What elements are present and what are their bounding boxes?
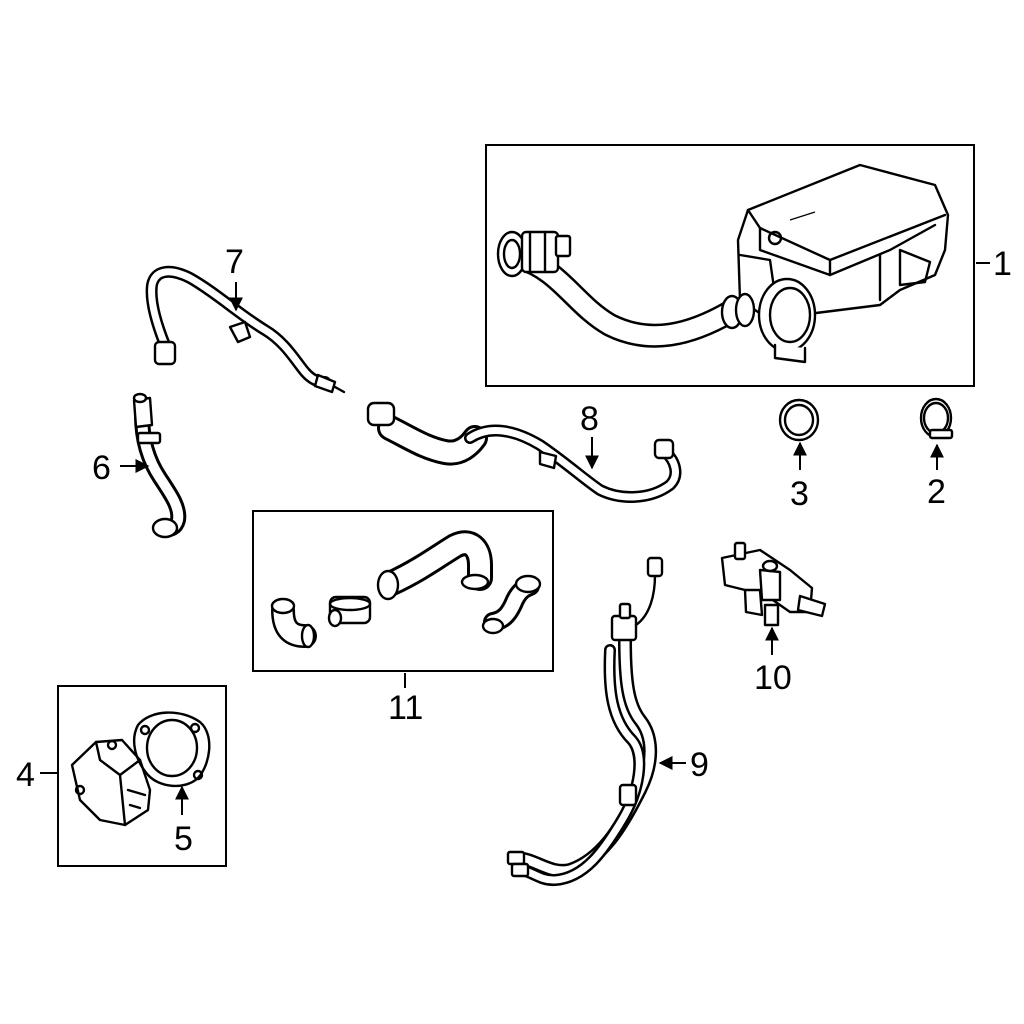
part-8-hose [366,401,682,503]
part-3-seal-ring [778,398,820,442]
callout-5: 5 [174,820,193,858]
group-box-4 [57,685,227,867]
group-box-11 [252,510,554,672]
callout-11: 11 [388,689,423,727]
callout-9: 9 [690,746,709,784]
callout-4: 4 [16,756,35,794]
part-11-kit [270,530,542,649]
callout-6: 6 [92,449,111,487]
callout-8: 8 [580,400,599,438]
part-10-valve [720,541,827,627]
group-box-1 [485,144,975,387]
part-6-hose [132,392,187,539]
callout-10: 10 [754,659,792,697]
callout-7: 7 [225,243,244,281]
callout-1: 1 [993,245,1012,283]
callout-2: 2 [927,473,946,511]
part-2-clamp [919,397,954,440]
part-5-gasket [133,711,211,788]
part-9-hose [506,556,664,887]
part-1-reservoir [496,163,950,364]
part-4-pump [70,738,152,827]
callout-3: 3 [790,475,809,513]
part-7-hose [145,265,346,394]
